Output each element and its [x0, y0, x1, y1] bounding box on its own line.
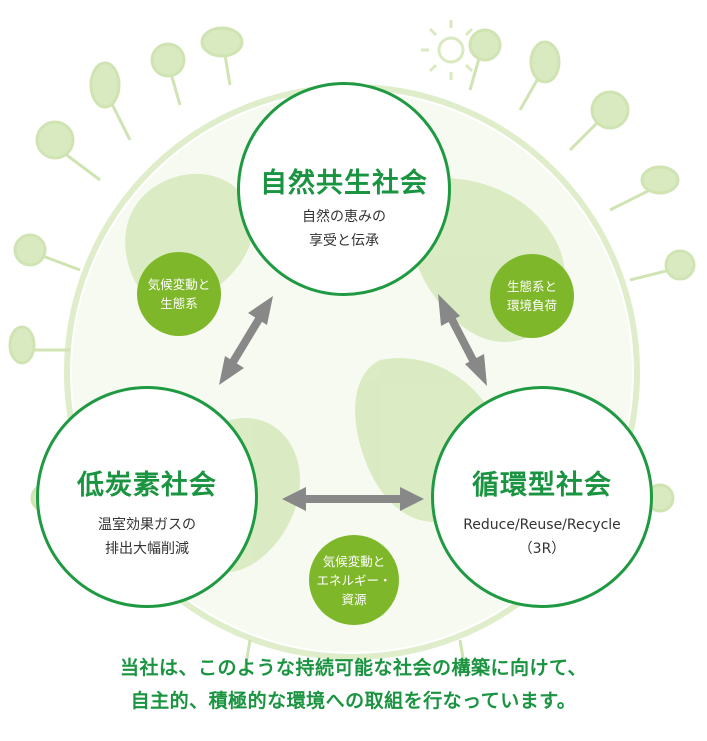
node-title: 低炭素社会 [77, 470, 217, 501]
node-description-line: 排出大幅削減 [105, 541, 189, 557]
badge-line: 気候変動と [322, 553, 386, 569]
node-description: 自然の恵みの 享受と伝承 [240, 205, 448, 253]
badge-line: エネルギー・ [316, 572, 392, 588]
badge-ecosystem-environmental-load: 生態系と 環境負荷 [490, 254, 574, 338]
badge-line: 生態系 [160, 296, 198, 311]
arrow-top-right [438, 294, 487, 386]
node-title: 循環型社会 [472, 470, 612, 501]
badge-line: 資源 [341, 591, 367, 607]
badge-climate-ecosystem: 気候変動と 生態系 [137, 252, 221, 336]
badge-line: 環境負荷 [506, 298, 557, 313]
node-description-line: 享受と伝承 [309, 233, 379, 249]
node-nature-symbiotic-society: 自然共生社会 自然の恵みの 享受と伝承 [237, 82, 451, 296]
node-description: 温室効果ガスの 排出大幅削減 [39, 513, 255, 561]
badge-line: 気候変動と [147, 277, 211, 292]
node-recycling-society: 循環型社会 Reduce/Reuse/Recycle （3R） [431, 386, 653, 608]
arrow-bottom [282, 487, 424, 511]
node-title: 自然共生社会 [260, 168, 428, 199]
statement-line: 当社は、このような持続可能な社会の構築に向けて、 [119, 657, 588, 679]
node-description-line: 温室効果ガスの [98, 517, 196, 533]
node-description-line: 自然の恵みの [302, 209, 386, 225]
badge-climate-energy-resources: 気候変動と エネルギー・ 資源 [309, 535, 399, 625]
node-description-line: Reduce/Reuse/Recycle [463, 517, 621, 533]
statement-line: 自主的、積極的な環境への取組を行なっています。 [130, 690, 577, 712]
node-description-line: （3R） [518, 541, 566, 557]
node-low-carbon-society: 低炭素社会 温室効果ガスの 排出大幅削減 [36, 386, 258, 608]
company-statement: 当社は、このような持続可能な社会の構築に向けて、 自主的、積極的な環境への取組を… [0, 652, 707, 718]
badge-line: 生態系と [506, 279, 557, 294]
arrow-top-left [219, 296, 273, 385]
node-description: Reduce/Reuse/Recycle （3R） [434, 513, 650, 561]
